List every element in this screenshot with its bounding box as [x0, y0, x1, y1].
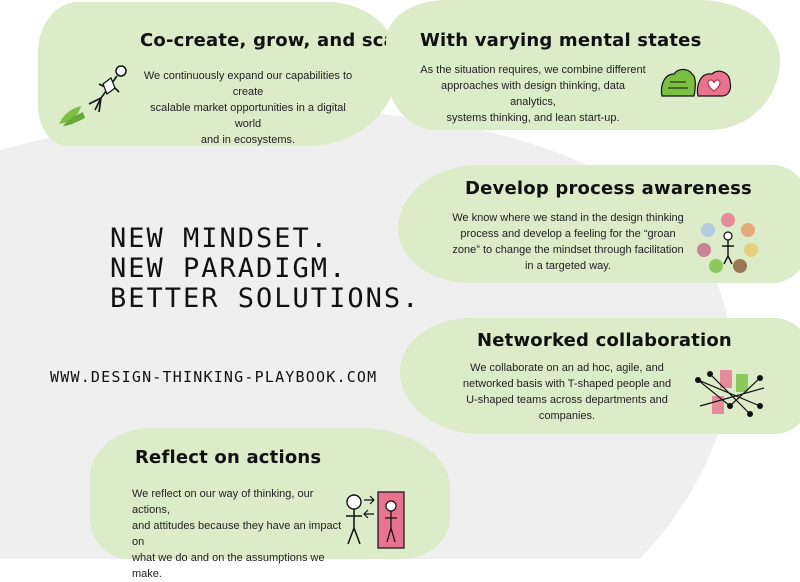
mirror-person-icon [346, 491, 405, 549]
slogan-line-3: BETTER SOLUTIONS. [110, 283, 421, 314]
card-network-title: Networked collaboration [477, 330, 732, 351]
card-network [400, 318, 800, 434]
slogan: NEW MINDSET. NEW PARADIGM. BETTER SOLUTI… [110, 224, 420, 314]
card-reflect-title: Reflect on actions [135, 447, 322, 468]
card-process-title: Develop process awareness [465, 178, 752, 199]
card-cocreate [38, 2, 398, 146]
card-mental-title: With varying mental states [420, 30, 702, 51]
card-mental-text: As the situation requires, we combine di… [420, 64, 646, 124]
card-process-text: We know where we stand in the design thi… [452, 212, 684, 272]
card-mental [386, 0, 780, 130]
website-url: WWW.DESIGN-THINKING-PLAYBOOK.COM [50, 368, 378, 386]
slogan-line-2: NEW PARADIGM. [110, 253, 348, 284]
card-cocreate-text: We continuously expand our capabilities … [143, 70, 353, 146]
card-reflect-text: We reflect on our way of thinking, our a… [132, 488, 342, 580]
card-network-text: We collaborate on an ad hoc, agile, and … [462, 362, 672, 422]
process-wheel-icon [697, 213, 758, 273]
brain-heart-icon [660, 68, 732, 97]
card-cocreate-title: Co-create, grow, and scale [140, 30, 415, 51]
slogan-line-1: NEW MINDSET. [110, 223, 330, 254]
rocket-person-icon [59, 65, 127, 126]
network-people-icon [695, 370, 765, 417]
